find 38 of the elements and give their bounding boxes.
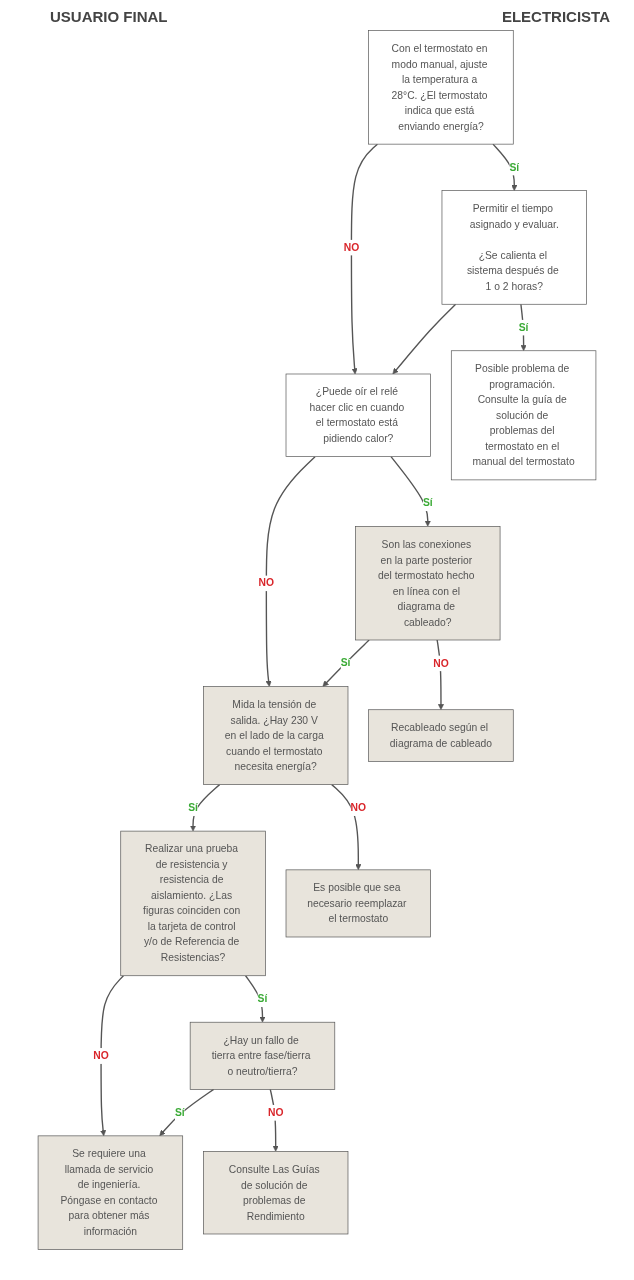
node-box: Es posible que sea necesario reemplazar el termostato — [285, 869, 431, 938]
edge-label: NO — [93, 1049, 109, 1062]
arrow — [436, 639, 444, 710]
edge-label: NO — [433, 656, 449, 669]
arrow — [244, 975, 266, 1023]
node-box: Posible problema de programación. Consulte la guía de solución de problemas del termostato en el manual del termostato — [450, 350, 597, 481]
arrow — [390, 455, 431, 527]
edge-label: NO — [267, 1106, 284, 1118]
edge-label: Sí — [518, 321, 529, 333]
edge-label: Sí — [257, 992, 268, 1005]
arrow — [322, 639, 370, 687]
edge-label: Sí — [509, 161, 520, 173]
edge-label: NO — [343, 241, 360, 253]
node-box: ¿Puede oír el relé hacer clic en cuando el termostato está pidiendo calor? — [285, 373, 431, 457]
edge-label: Sí — [422, 496, 433, 509]
arrow — [331, 783, 362, 871]
arrow — [350, 143, 379, 375]
edge-label: Sí — [174, 1106, 185, 1118]
edge-label: NO — [258, 576, 275, 589]
arrow — [100, 975, 125, 1137]
node-box: Con el termostato en modo manual, ajuste la temperatura a 28°C. ¿El termostato indica que está enviando energía? — [368, 30, 514, 145]
node-box: Mida la tensión de salida. ¿Hay 230 V en el lado de la carga cuando el termostato necesita energía? — [203, 686, 349, 785]
edge-label: Sí — [188, 801, 198, 814]
column-heading: ELECTRICISTA — [501, 8, 610, 25]
arrow — [392, 303, 457, 375]
node-box: Son las conexiones en la parte posterior del termostato hecho en línea con el diagrama de cableado? — [355, 526, 501, 641]
arrow — [159, 1088, 215, 1137]
arrow — [190, 783, 221, 832]
arrow — [265, 455, 316, 687]
column-heading: USUARIO FINAL — [50, 8, 168, 25]
node-box: Permitir el tiempo asignado y evaluar. ¿Se calienta el sistema después de 1 o 2 horas? — [441, 190, 587, 305]
node-box: Recableado según el diagrama de cableado — [368, 709, 514, 762]
edge-label: Sí — [340, 656, 351, 669]
node-box: ¿Hay un fallo de tierra entre fase/tierra o neutro/tierra? — [189, 1021, 336, 1090]
node-box: Consulte Las Guías de solución de problemas de Rendimiento — [203, 1151, 349, 1235]
edge-label: NO — [350, 801, 367, 814]
node-box: Se requiere una llamada de servicio de ingeniería. Póngase en contacto para obtener más información — [37, 1135, 184, 1250]
node-box: Realizar una prueba de resistencia y resistencia de aislamiento. ¿Las figuras coinciden con la tarjeta de control y/o de Referencia de Resistencias? — [120, 830, 266, 977]
